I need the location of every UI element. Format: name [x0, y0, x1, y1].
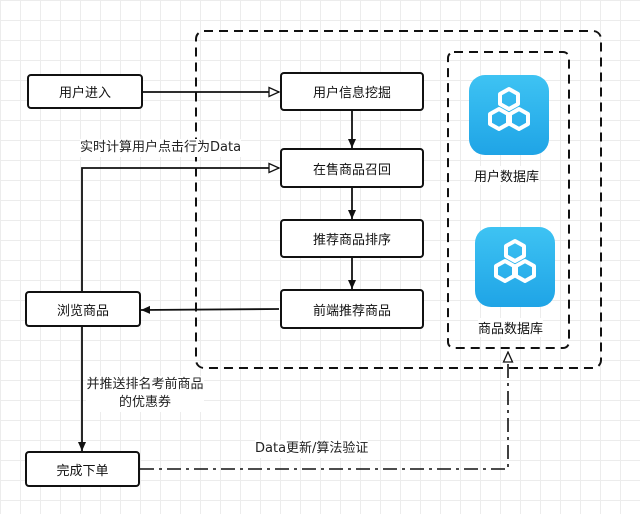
label-push-coupon: 并推送排名考前商品的优惠券 — [86, 376, 204, 412]
hexagon-cluster-icon — [488, 87, 530, 131]
label-realtime-click: 实时计算用户点击行为Data — [80, 139, 242, 157]
hexagon-cluster-icon — [494, 239, 536, 283]
user-database — [469, 75, 549, 155]
node-frontend-recommend: 前端推荐商品 — [280, 289, 424, 329]
node-browse: 浏览商品 — [25, 291, 141, 327]
product-database — [475, 227, 555, 307]
node-recommend-sort: 推荐商品排序 — [280, 219, 424, 258]
label-data-update: Data更新/算法验证 — [255, 440, 369, 458]
user-database-label: 用户数据库 — [474, 166, 540, 185]
node-order-complete: 完成下单 — [25, 451, 140, 487]
edge-browse-to-recall — [81, 168, 279, 291]
node-user-info-mining: 用户信息挖掘 — [280, 72, 424, 111]
node-on-sale-recall: 在售商品召回 — [280, 148, 424, 188]
edge-frontend-to-browse — [140, 305, 280, 314]
product-database-label: 商品数据库 — [478, 318, 544, 337]
node-user-enter: 用户进入 — [27, 74, 143, 109]
